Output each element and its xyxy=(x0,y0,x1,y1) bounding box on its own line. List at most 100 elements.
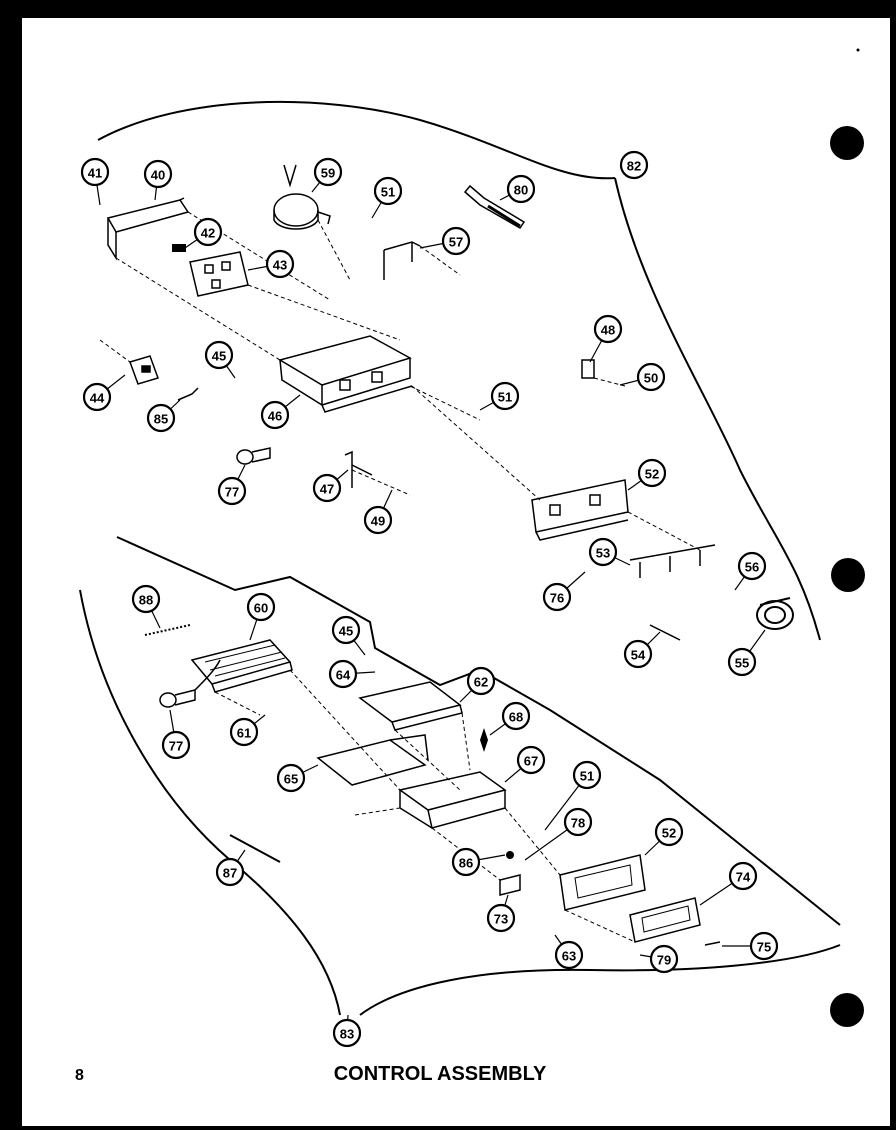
callout-circle xyxy=(637,458,667,488)
binder-hole-bottom xyxy=(830,993,864,1027)
callout-circle xyxy=(728,861,758,891)
callout-circle xyxy=(649,944,679,974)
callout-circle xyxy=(593,314,623,344)
callout-77: 77 xyxy=(217,464,247,506)
page-number: 8 xyxy=(75,1067,84,1084)
part-42-connector xyxy=(172,244,186,252)
callout-label: 46 xyxy=(268,409,282,424)
callout-circle xyxy=(563,807,593,837)
callout-circle xyxy=(451,847,481,877)
callout-circle xyxy=(313,157,343,187)
lower-leader-lines xyxy=(214,669,636,943)
callout-circle xyxy=(332,1018,362,1048)
callout-label: 49 xyxy=(371,514,385,529)
callout-64: 64 xyxy=(328,659,376,689)
part-86-screw xyxy=(506,851,514,859)
callout-label: 87 xyxy=(223,866,237,881)
callout-label: 52 xyxy=(645,467,659,482)
callout-57: 57 xyxy=(419,226,471,256)
callout-circle xyxy=(215,857,245,887)
part-46-chassis xyxy=(278,335,413,413)
callout-label: 44 xyxy=(90,391,105,406)
callout-50: 50 xyxy=(619,362,666,392)
callout-54: 54 xyxy=(623,631,661,669)
callout-circle xyxy=(542,582,572,612)
part-75-screw xyxy=(704,941,721,946)
callout-circle xyxy=(131,584,161,614)
callout-label: 56 xyxy=(745,560,759,575)
callout-44: 44 xyxy=(82,374,126,412)
callout-65: 65 xyxy=(276,763,319,793)
callout-67: 67 xyxy=(504,745,546,783)
callout-68: 68 xyxy=(489,701,531,736)
callout-85: 85 xyxy=(146,399,181,433)
callout-label: 61 xyxy=(237,726,251,741)
callout-80: 80 xyxy=(499,174,536,204)
callout-51: 51 xyxy=(544,760,602,831)
part-52-lower-bezel xyxy=(559,854,646,911)
callout-circle xyxy=(217,476,247,506)
part-57-bracket xyxy=(383,241,421,280)
callout-label: 45 xyxy=(212,349,226,364)
callout-label: 76 xyxy=(550,591,564,606)
callout-51: 51 xyxy=(479,381,520,411)
part-80-probe xyxy=(463,184,526,230)
callout-label: 88 xyxy=(139,593,153,608)
callout-53: 53 xyxy=(588,537,631,567)
callout-label: 64 xyxy=(336,668,351,683)
callout-75: 75 xyxy=(722,931,779,961)
callout-label: 52 xyxy=(662,826,676,841)
part-44-switch xyxy=(129,355,159,385)
callout-label: 40 xyxy=(151,168,165,183)
callout-52: 52 xyxy=(644,817,684,856)
callout-circle xyxy=(619,150,649,180)
upper-group-boundary xyxy=(97,100,821,641)
callout-label: 51 xyxy=(580,769,594,784)
part-65-tray xyxy=(316,734,429,786)
callout-label: 54 xyxy=(631,648,646,663)
callout-label: 74 xyxy=(736,870,751,885)
callout-label: 51 xyxy=(381,185,395,200)
callout-circle xyxy=(260,400,290,430)
callout-circle xyxy=(588,537,618,567)
callout-circle xyxy=(501,701,531,731)
callout-circle xyxy=(146,403,176,433)
callout-55: 55 xyxy=(727,629,766,677)
part-48-clip xyxy=(581,359,595,379)
callout-label: 41 xyxy=(88,166,102,181)
callout-60: 60 xyxy=(246,592,276,641)
callout-43: 43 xyxy=(247,249,295,279)
callout-label: 62 xyxy=(474,675,488,690)
callout-label: 53 xyxy=(596,546,610,561)
callout-circle xyxy=(143,159,173,189)
callout-label: 83 xyxy=(340,1027,354,1042)
callout-51: 51 xyxy=(371,176,403,219)
callout-label: 59 xyxy=(321,166,335,181)
callout-circle xyxy=(373,176,403,206)
callout-circle xyxy=(636,362,666,392)
callout-circle xyxy=(328,659,358,689)
callout-76: 76 xyxy=(542,571,586,612)
part-74-window xyxy=(629,897,701,943)
callout-circle xyxy=(506,174,536,204)
callout-label: 79 xyxy=(657,953,671,968)
upper-leader-lines xyxy=(99,211,701,551)
callout-45: 45 xyxy=(331,615,366,656)
part-47-bracket xyxy=(344,450,373,488)
callout-label: 51 xyxy=(498,390,512,405)
callout-circle xyxy=(749,931,779,961)
callout-circle xyxy=(265,249,295,279)
lower-group-boundary xyxy=(79,536,841,1016)
callout-circle xyxy=(363,505,393,535)
callout-78: 78 xyxy=(524,807,593,861)
callout-circle xyxy=(82,382,112,412)
callout-82: 82 xyxy=(619,150,649,180)
callout-48: 48 xyxy=(589,314,623,363)
callout-61: 61 xyxy=(229,714,266,747)
callout-label: 42 xyxy=(201,226,215,241)
callout-63: 63 xyxy=(554,934,584,970)
callout-label: 45 xyxy=(339,624,353,639)
callout-circle xyxy=(554,940,584,970)
callout-circle xyxy=(193,217,223,247)
